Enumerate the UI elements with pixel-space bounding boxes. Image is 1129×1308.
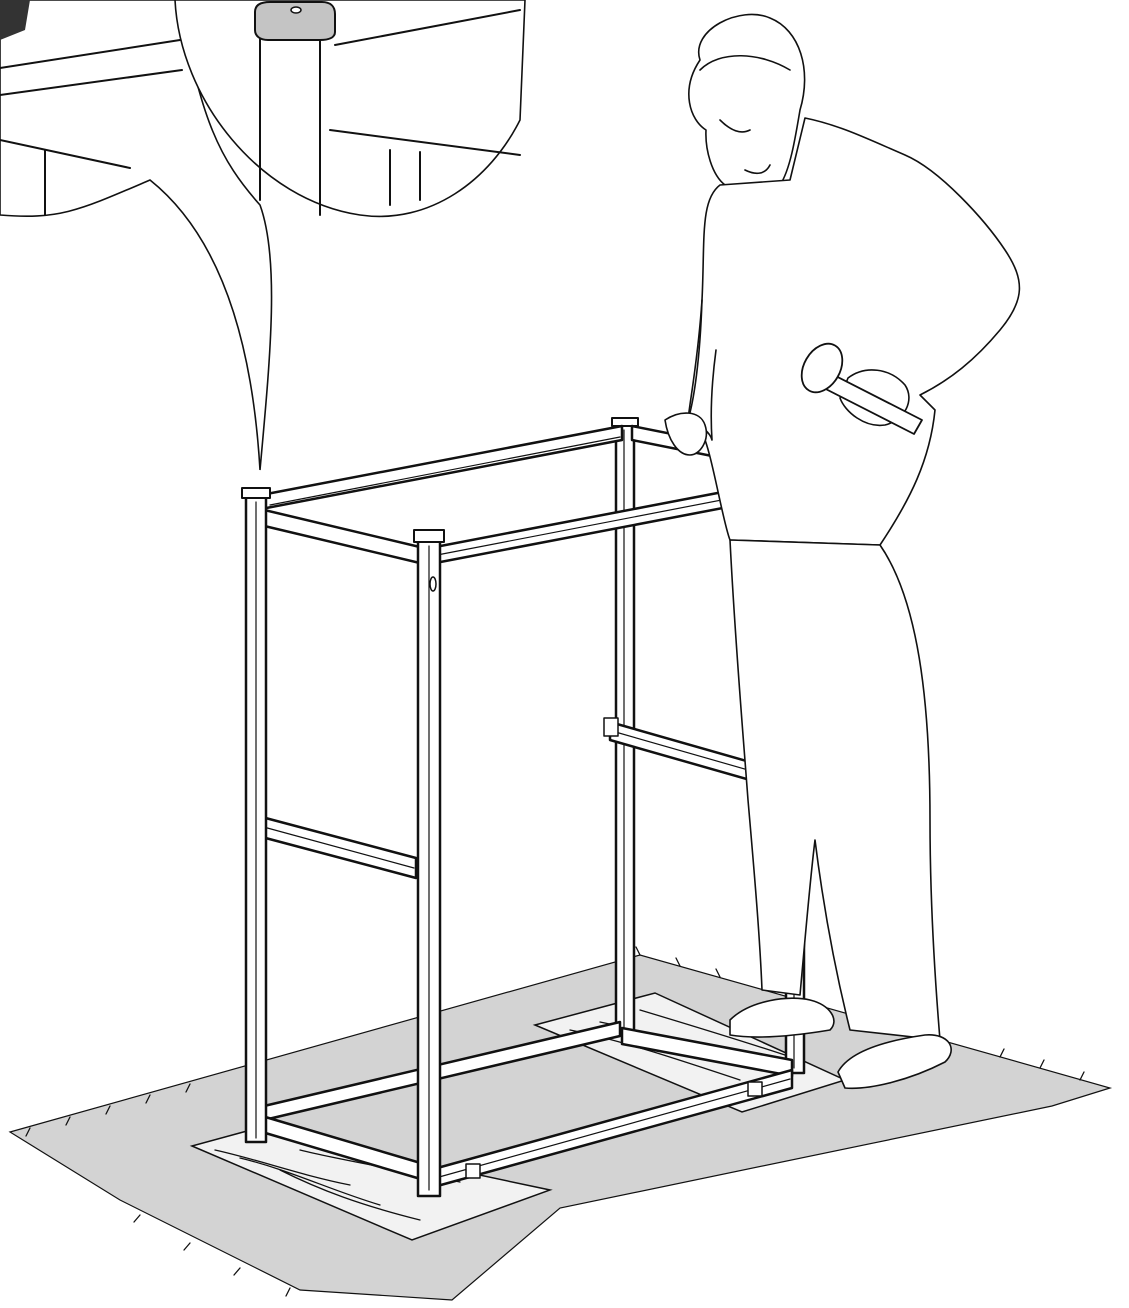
person-head [688, 13, 806, 194]
mallet-icon [800, 342, 923, 435]
top-rail-left [254, 424, 624, 512]
person-torso [687, 117, 1021, 546]
front-left-post [241, 487, 271, 1144]
person [664, 13, 1021, 1090]
wood-board-front [189, 1127, 553, 1241]
middle-rail-left [256, 814, 418, 880]
post-end-cap [254, 0, 336, 41]
zoom-callout-icon [0, 0, 526, 471]
person-right-shoe [837, 1034, 952, 1090]
ground-tarp [8, 946, 1113, 1301]
tarp-fringe [25, 946, 1085, 1297]
person-left-shoe [729, 997, 835, 1038]
front-right-post [413, 529, 445, 1198]
top-rail-side [254, 506, 426, 566]
person-left-hand [664, 412, 708, 456]
person-legs [729, 539, 941, 1041]
